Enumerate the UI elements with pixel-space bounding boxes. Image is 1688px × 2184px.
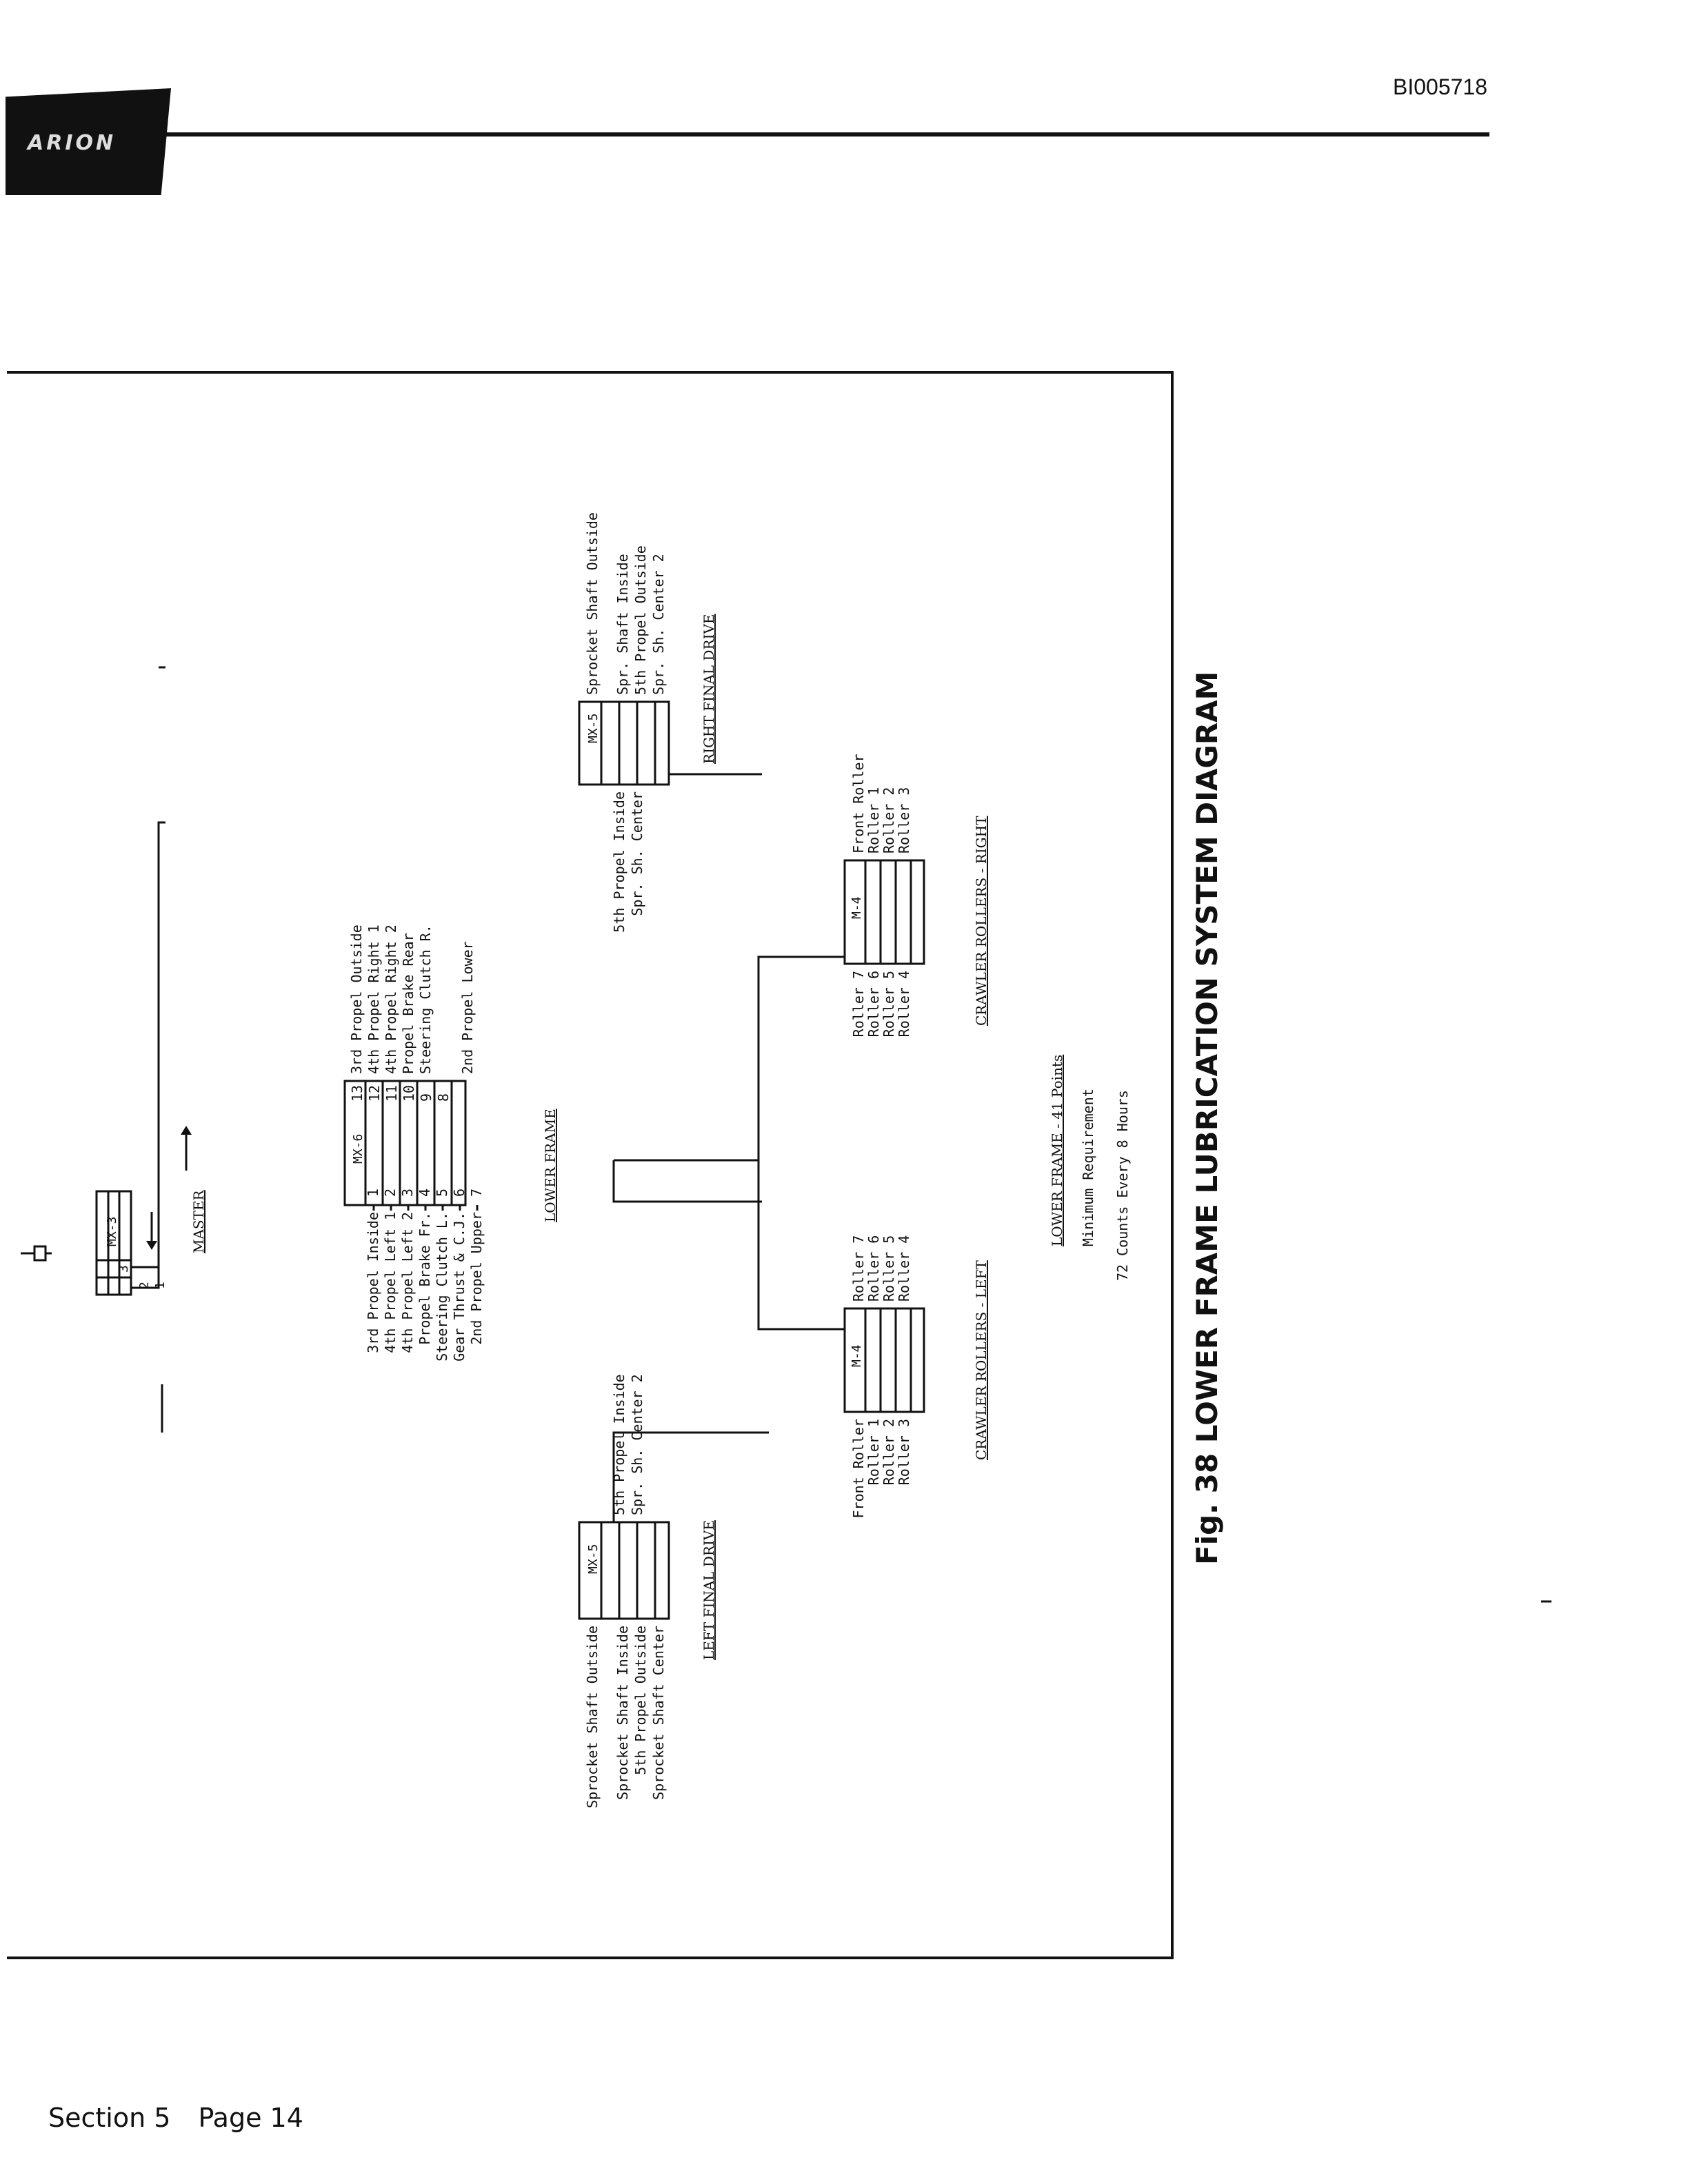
crawler-right-right-label: Roller 2 <box>881 787 897 853</box>
summary-line-2: 72 Counts Every 8 Hours <box>1114 1090 1131 1281</box>
left-final-drive-left-label: 5th Propel Outside <box>632 1626 649 1775</box>
left-final-drive-caption: LEFT FINAL DRIVE <box>701 1520 717 1660</box>
lower-frame-right-label: 2nd Propel Lower <box>459 941 476 1074</box>
master-block: MX-3 1 2 3 MASTER <box>95 1189 207 1296</box>
page-footer: Section 5 Page 14 <box>48 2103 331 2133</box>
logo-text: ARION <box>28 131 117 155</box>
left-final-drive-right-label: 5th Propel Inside <box>611 1374 627 1515</box>
master-caption: MASTER <box>190 1189 207 1253</box>
lower-frame-left-label: 2nd Propel Upper <box>468 1212 485 1345</box>
lower-frame-right-label: 3rd Propel Outside <box>348 924 365 1074</box>
diagram-frame <box>7 371 1174 1959</box>
crawler-left-right-label: Roller 7 <box>850 1235 867 1302</box>
right-final-drive-right-label: Sprocket Shaft Outside <box>584 512 601 695</box>
left-final-drive-left-label: Sprocket Shaft Outside <box>584 1626 601 1808</box>
pump-inlet-icon <box>21 1245 52 1262</box>
lower-frame-left-label: 4th Propel Left 1 <box>382 1212 399 1353</box>
crawler-left-right-label: Roller 4 <box>896 1235 912 1302</box>
left-final-drive-block: MX-5 LEFT FINAL DRIVE <box>578 1520 717 1660</box>
crawler-right-right-label: Roller 3 <box>896 787 912 853</box>
port-label: 11 <box>383 1085 400 1102</box>
left-final-drive-labels: Sprocket Shaft Outside Sprocket Shaft Ins… <box>584 1374 667 1808</box>
crawler-connection-lines <box>614 956 845 1331</box>
master-block-label: MX-3 <box>105 1217 119 1246</box>
crawler-right-caption: CRAWLER ROLLERS - RIGHT <box>973 816 989 1026</box>
lower-frame-block-label: MX-6 <box>351 1134 365 1164</box>
port-label: 7 <box>468 1189 485 1197</box>
crawler-left-right-label: Roller 6 <box>865 1235 882 1302</box>
right-final-drive-left-label: Spr. Sh. Center <box>629 791 645 916</box>
header-rule <box>159 132 1489 136</box>
crawler-right-right-label: Roller 1 <box>865 787 882 853</box>
summary-title: LOWER FRAME - 41 Points <box>1049 1055 1065 1246</box>
document-id: BI005718 <box>1393 74 1488 99</box>
crawler-right-left-label: Roller 7 <box>850 971 867 1037</box>
lower-frame-right-label: Steering Clutch R. <box>417 924 434 1074</box>
port-label: 3 <box>399 1189 416 1197</box>
crawler-right-left-label: Roller 5 <box>881 971 897 1037</box>
crawler-right-left-label: Roller 4 <box>896 971 912 1037</box>
port-label: 10 <box>401 1085 417 1102</box>
right-final-drive-right-label: Spr. Sh. Center 2 <box>650 554 667 695</box>
right-final-drive-right-label: 5th Propel Outside <box>632 545 649 695</box>
flow-arrow-icon <box>181 1126 192 1171</box>
right-final-drive-label: MX-5 <box>586 714 601 743</box>
flow-arrow-icon <box>146 1212 157 1250</box>
port-label: 1 <box>365 1189 381 1197</box>
port-label: 4 <box>416 1189 433 1197</box>
logo <box>6 88 171 195</box>
lower-frame-caption: LOWER FRAME <box>542 1109 559 1222</box>
crawler-right-right-label: Front Roller <box>850 754 867 854</box>
port-label: 1 <box>153 1282 168 1289</box>
lower-frame-left-label: Propel Brake Fr. <box>416 1212 433 1345</box>
crawler-left-caption: CRAWLER ROLLERS - LEFT <box>973 1260 989 1460</box>
port-label: 12 <box>366 1085 383 1102</box>
left-final-drive-left-label: Sprocket Shaft Inside <box>614 1626 631 1800</box>
crawler-left-label: M-4 <box>850 1344 864 1367</box>
left-final-drive-right-label: Spr. Sh. Center 2 <box>629 1374 645 1515</box>
lower-frame-right-label: Propel Brake Rear <box>400 933 416 1074</box>
crawler-left-left-label: Roller 2 <box>881 1419 897 1485</box>
port-label: 8 <box>435 1093 452 1102</box>
left-final-drive-left-label: Sprocket Shaft Center <box>650 1626 667 1800</box>
port-label: 2 <box>137 1282 152 1289</box>
right-final-drive-block: MX-5 RIGHT FINAL DRIVE <box>578 614 717 786</box>
crawler-left-left-label: Roller 1 <box>865 1419 882 1485</box>
crawler-right-block: M-4 CRAWLER ROLLERS - RIGHT <box>843 816 989 1026</box>
port-label: 6 <box>451 1189 468 1197</box>
lower-frame-right-label: 4th Propel Right 1 <box>365 924 382 1074</box>
page-label: Page 14 <box>198 2103 303 2133</box>
port-label: 9 <box>418 1093 434 1102</box>
right-final-drive-left-label: 5th Propel Inside <box>611 791 627 933</box>
crawler-right-left-label: Roller 6 <box>865 971 882 1037</box>
crawler-left-right-label: Roller 5 <box>881 1235 897 1302</box>
summary: LOWER FRAME - 41 Points Minimum Requirem… <box>1049 1055 1131 1281</box>
lower-frame-left-label: 3rd Propel Inside <box>365 1212 381 1353</box>
right-final-drive-right-label: Spr. Shaft Inside <box>614 554 631 695</box>
crawler-left-block: M-4 CRAWLER ROLLERS - LEFT <box>843 1260 989 1460</box>
crawler-left-left-label: Front Roller <box>850 1419 867 1519</box>
lower-frame-left-label: Gear Thrust & C.J. <box>451 1212 468 1362</box>
summary-line-1: Minimum Requirement <box>1080 1089 1096 1246</box>
port-label: 13 <box>349 1085 365 1102</box>
right-final-drive-caption: RIGHT FINAL DRIVE <box>701 614 717 764</box>
left-final-drive-label: MX-5 <box>586 1544 601 1574</box>
lower-frame-right-label: 4th Propel Right 2 <box>383 924 399 1074</box>
section-label: Section 5 <box>48 2103 171 2133</box>
lower-frame-left-label: Steering Clutch L. <box>434 1212 450 1362</box>
port-label: 5 <box>434 1189 450 1197</box>
crawler-left-left-label: Roller 3 <box>896 1419 912 1485</box>
figure-title: Fig. 38 LOWER FRAME LUBRICATION SYSTEM D… <box>1190 671 1224 1565</box>
lower-frame-left-label: 4th Propel Left 2 <box>399 1212 416 1353</box>
crawler-right-label: M-4 <box>850 896 864 919</box>
port-label: 3 <box>117 1265 131 1273</box>
port-label: 2 <box>382 1189 399 1197</box>
